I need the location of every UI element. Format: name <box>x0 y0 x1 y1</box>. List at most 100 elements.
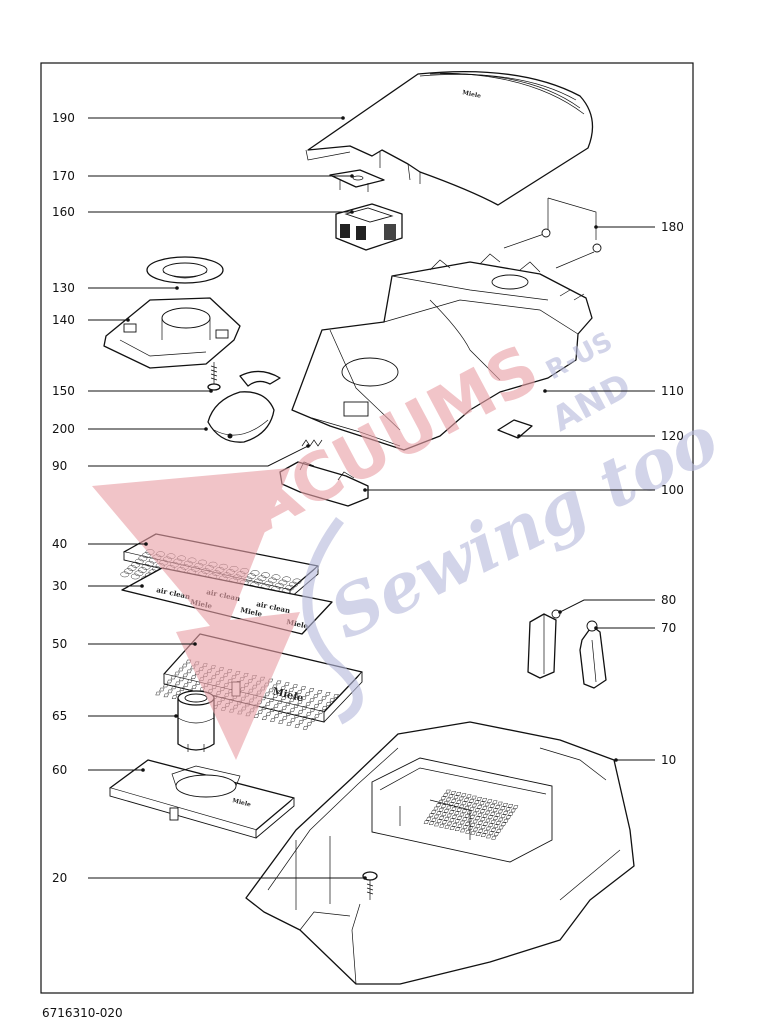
mesh-cell <box>495 813 501 817</box>
mesh-cell <box>269 708 275 712</box>
mesh-cell <box>466 802 472 807</box>
callout-dot-65 <box>174 714 178 718</box>
mesh-cell <box>444 825 450 829</box>
mesh-cell <box>138 555 148 562</box>
callout-dot-200 <box>204 427 208 431</box>
callout-190: 190 <box>52 111 345 125</box>
callout-150: 150 <box>52 384 213 398</box>
mesh-cell <box>500 806 506 810</box>
mesh-cell <box>270 718 276 722</box>
callout-80: 80 <box>558 593 676 614</box>
mesh-cell <box>492 816 499 821</box>
callout-90: 90 <box>52 444 310 473</box>
mesh-cell <box>302 725 309 730</box>
part-10-base-housing <box>245 721 635 985</box>
mesh-cell <box>267 577 277 584</box>
mesh-cell <box>187 679 193 684</box>
mesh-cell <box>461 809 468 813</box>
mesh-cell <box>464 821 471 826</box>
mesh-cell <box>462 825 468 829</box>
mesh-cell <box>317 700 323 704</box>
mesh-cell <box>463 797 470 802</box>
mesh-cell <box>483 830 489 834</box>
callout-label-60: 60 <box>52 763 67 777</box>
part-200-flap <box>207 370 281 443</box>
callout-dot-130 <box>175 286 179 290</box>
part-170-plate <box>329 169 385 192</box>
mesh-cell <box>288 581 298 588</box>
mesh-cell <box>309 708 316 712</box>
callout-dot-110 <box>543 389 547 393</box>
mesh-cell <box>461 793 467 797</box>
mesh-cell <box>271 574 281 581</box>
mesh-cell <box>257 575 267 582</box>
mesh-cell <box>325 701 332 706</box>
mesh-cell <box>497 809 504 814</box>
mesh-cell <box>431 818 437 822</box>
callout-label-110: 110 <box>661 384 684 398</box>
mesh-cell <box>503 818 509 823</box>
callout-label-160: 160 <box>52 205 75 219</box>
callout-label-30: 30 <box>52 579 67 593</box>
mesh-cell <box>476 804 483 809</box>
mesh-cell <box>458 796 464 801</box>
mesh-cell <box>292 578 302 585</box>
mesh-cell <box>294 724 300 728</box>
mesh-cell <box>472 827 479 832</box>
mesh-cell <box>510 808 516 813</box>
mesh-cell <box>480 817 486 822</box>
mesh-cell <box>138 567 147 573</box>
mesh-cell <box>268 698 275 703</box>
mesh-cell <box>486 834 492 839</box>
mesh-cell <box>134 558 144 565</box>
mesh-cell <box>454 827 461 832</box>
mesh-cell <box>469 815 476 819</box>
mesh-cell <box>485 818 491 823</box>
mesh-cell <box>479 801 485 806</box>
mesh-cell <box>284 682 290 687</box>
mesh-cell <box>480 833 487 838</box>
callout-leader-80 <box>559 599 655 613</box>
mesh-cell <box>285 712 292 716</box>
mesh-cell <box>250 570 260 576</box>
part-100-grip <box>279 461 369 507</box>
mesh-cell <box>261 572 270 578</box>
mesh-cell <box>474 808 480 812</box>
mesh-cell <box>478 828 484 833</box>
callout-dot-30 <box>140 584 144 588</box>
callout-120: 120 <box>517 429 684 443</box>
mesh-cell <box>480 825 486 830</box>
base-vent-slots <box>423 789 519 840</box>
watermark-swoosh <box>302 517 363 725</box>
callout-200: 200 <box>52 422 208 436</box>
mesh-cell <box>430 810 437 814</box>
mesh-cell <box>134 570 144 577</box>
mesh-cell <box>507 804 514 808</box>
part-90-spring <box>301 439 323 447</box>
mesh-cell <box>285 702 291 706</box>
mesh-cell <box>485 826 491 831</box>
mesh-cell <box>321 705 328 710</box>
mesh-cell <box>502 810 509 815</box>
mesh-cell <box>449 818 455 822</box>
mesh-cell <box>141 564 151 570</box>
mesh-cell <box>292 684 298 688</box>
part-180-springs <box>503 197 602 269</box>
callout-label-65: 65 <box>52 709 67 723</box>
mesh-cell <box>459 820 465 825</box>
callout-dot-180 <box>594 225 598 229</box>
mesh-cell <box>498 817 504 822</box>
mesh-cell <box>301 706 308 710</box>
mesh-cell <box>298 720 304 724</box>
mesh-cell <box>495 821 501 825</box>
mesh-cell <box>477 812 483 817</box>
mesh-cell <box>498 825 504 830</box>
mesh-cell <box>445 789 451 794</box>
mesh-cell <box>170 675 176 680</box>
part-70-clip <box>579 620 607 689</box>
part-65-cylinder <box>177 690 215 752</box>
mesh-cell <box>174 671 180 676</box>
mesh-cell <box>289 708 296 712</box>
mesh-cell <box>497 801 503 806</box>
mesh-cell <box>484 810 491 815</box>
